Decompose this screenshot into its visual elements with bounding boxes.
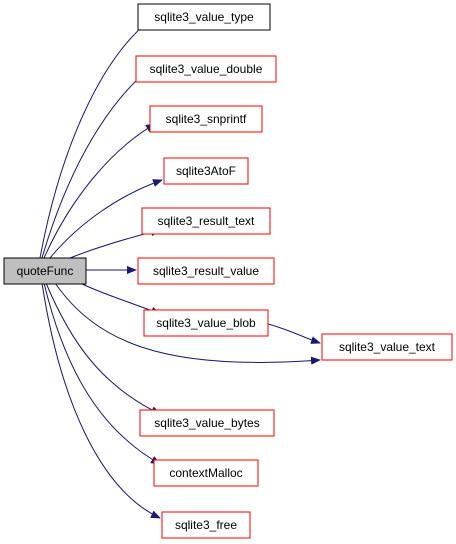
edge-quotefunc-to-value-type bbox=[39, 19, 151, 259]
node-label-sqlite3-value-type: sqlite3_value_type bbox=[154, 10, 254, 24]
edge-quotefunc-to-snprintf bbox=[43, 123, 156, 259]
edge-quotefunc-to-value-double bbox=[41, 67, 151, 259]
node-label-sqlite3-result-text: sqlite3_result_text bbox=[158, 214, 255, 228]
node-label-sqlite3-result-value: sqlite3_result_value bbox=[153, 264, 259, 278]
node-label-sqlite3-value-double: sqlite3_value_double bbox=[150, 62, 263, 76]
edge-quotefunc-to-value-bytes bbox=[45, 282, 161, 415]
node-sqlite3-value-type[interactable]: sqlite3_value_type bbox=[137, 3, 271, 31]
edge-value-blob-to-value-text bbox=[267, 323, 321, 344]
node-sqlite3-snprintf[interactable]: sqlite3_snprintf bbox=[149, 105, 263, 133]
node-label-quotefunc: quoteFunc bbox=[17, 264, 74, 278]
edge-quotefunc-to-free bbox=[41, 282, 161, 519]
node-label-contextmalloc: contextMalloc bbox=[169, 466, 242, 480]
edge-quotefunc-to-value-text bbox=[54, 282, 321, 365]
edge-quotefunc-to-value-blob bbox=[79, 282, 161, 315]
node-sqlite3-value-text[interactable]: sqlite3_value_text bbox=[321, 333, 453, 361]
edges-layer bbox=[39, 19, 321, 519]
node-sqlite3-value-blob[interactable]: sqlite3_value_blob bbox=[143, 309, 269, 337]
node-sqlite3-value-bytes[interactable]: sqlite3_value_bytes bbox=[139, 409, 275, 437]
node-contextmalloc[interactable]: contextMalloc bbox=[153, 459, 259, 487]
node-label-sqlite3atof: sqlite3AtoF bbox=[176, 164, 236, 178]
node-sqlite3-value-double[interactable]: sqlite3_value_double bbox=[135, 55, 277, 83]
node-quotefunc[interactable]: quoteFunc bbox=[3, 257, 87, 285]
node-label-sqlite3-value-text: sqlite3_value_text bbox=[339, 340, 436, 354]
node-label-sqlite3-free: sqlite3_free bbox=[175, 518, 237, 532]
node-label-sqlite3-value-blob: sqlite3_value_blob bbox=[156, 316, 256, 330]
node-label-sqlite3-snprintf: sqlite3_snprintf bbox=[166, 112, 247, 126]
node-sqlite3-result-text[interactable]: sqlite3_result_text bbox=[141, 207, 271, 235]
nodes-layer: quoteFunc sqlite3_value_type sqlite3_val… bbox=[3, 3, 453, 539]
edge-quotefunc-to-atof bbox=[49, 179, 163, 259]
node-sqlite3-result-value[interactable]: sqlite3_result_value bbox=[137, 257, 275, 285]
node-label-sqlite3-value-bytes: sqlite3_value_bytes bbox=[154, 416, 259, 430]
node-sqlite3atof[interactable]: sqlite3AtoF bbox=[163, 157, 249, 185]
edge-quotefunc-to-context-malloc bbox=[43, 282, 161, 465]
node-sqlite3-free[interactable]: sqlite3_free bbox=[161, 511, 251, 539]
